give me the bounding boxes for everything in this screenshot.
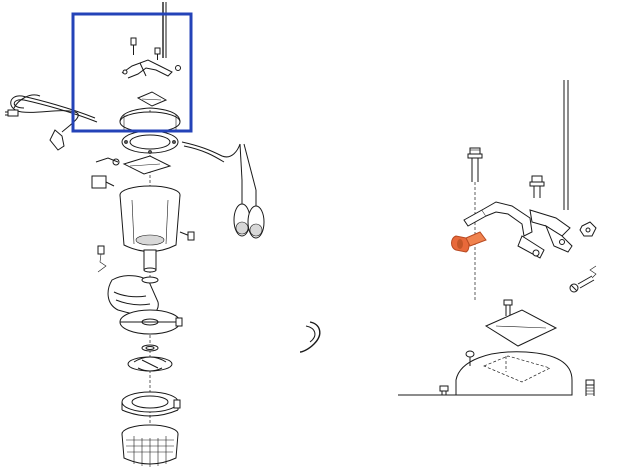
detail-gasket <box>484 309 558 347</box>
bracket-small <box>121 59 181 79</box>
power-cable <box>5 94 98 151</box>
zoomed-detail <box>300 80 597 396</box>
top-bolt <box>130 37 161 60</box>
strainer <box>121 424 179 467</box>
float-rod <box>162 2 167 58</box>
upper-flange <box>121 130 179 154</box>
exploded-overview <box>5 2 265 467</box>
saddle-clip <box>451 231 487 253</box>
detail-bolt-bracket <box>529 175 545 198</box>
highlight-frame <box>71 12 193 133</box>
detail-nut <box>579 221 597 237</box>
float-switch <box>181 141 265 239</box>
suction-cover <box>121 391 181 417</box>
capacitor <box>91 157 120 189</box>
motor-shaft <box>143 249 157 273</box>
detail-bolt-bottom <box>439 379 595 396</box>
motor-housing <box>119 185 195 252</box>
pump-casing <box>119 309 183 335</box>
terminal-plate <box>122 155 172 175</box>
motor-cover <box>119 107 181 133</box>
discharge-elbow <box>107 275 159 317</box>
detail-bolt-lower <box>503 299 513 316</box>
shaft-seal <box>141 344 159 352</box>
impeller <box>127 356 173 372</box>
detail-float-rod <box>563 80 569 210</box>
gasket-plate <box>136 91 168 107</box>
side-bolt <box>97 245 107 273</box>
saddle-bracket <box>463 201 573 259</box>
detail-screw <box>569 265 597 293</box>
detail-motor-cover <box>398 350 573 396</box>
cable-arc <box>300 321 321 353</box>
